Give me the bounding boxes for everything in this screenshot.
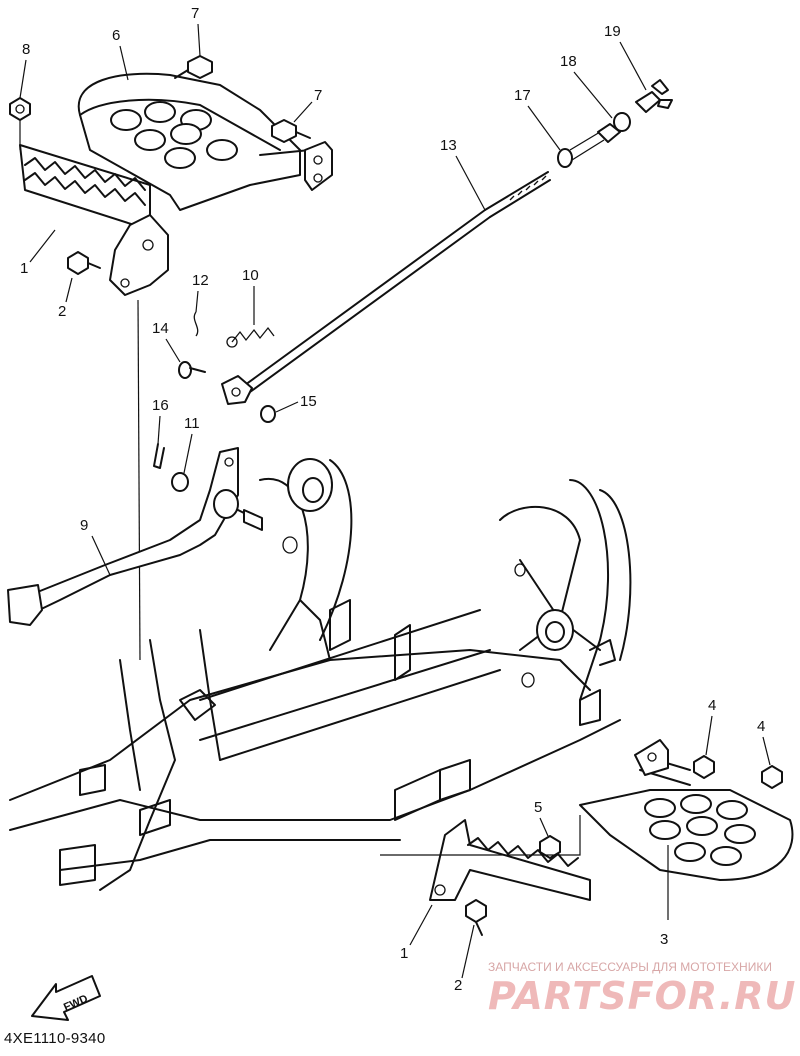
return-spring-10 bbox=[226, 326, 275, 348]
bolt-4-a bbox=[693, 755, 715, 779]
watermark-brand: PARTSFOR.RU bbox=[488, 974, 797, 1018]
callout-13: 13 bbox=[440, 137, 457, 154]
clevis-joint bbox=[221, 375, 253, 405]
callout-2-lower: 2 bbox=[454, 977, 462, 994]
leader-lower-1 bbox=[380, 815, 581, 856]
nut-8 bbox=[9, 97, 31, 150]
callout-12: 12 bbox=[192, 272, 209, 289]
diagram-part-code: 4XE1110-9340 bbox=[4, 1030, 106, 1047]
collar-18 bbox=[597, 112, 631, 143]
callout-1-upper: 1 bbox=[20, 260, 28, 277]
bolt-7-upper bbox=[174, 55, 213, 79]
washer-11 bbox=[171, 472, 189, 492]
bolt-4-b bbox=[761, 765, 783, 789]
leader-frame-mount bbox=[137, 299, 141, 661]
bolt-2-lower bbox=[465, 899, 487, 936]
pin-14 bbox=[178, 361, 206, 379]
callout-6: 6 bbox=[112, 27, 120, 44]
cotter-pin-16 bbox=[153, 443, 165, 469]
callout-5: 5 bbox=[534, 799, 542, 816]
wing-nut-19 bbox=[635, 79, 673, 113]
callout-2-upper: 2 bbox=[58, 303, 66, 320]
callout-10: 10 bbox=[242, 267, 259, 284]
left-footrest-plate bbox=[77, 72, 333, 211]
callout-18: 18 bbox=[560, 53, 577, 70]
callout-1-lower: 1 bbox=[400, 945, 408, 962]
callout-16: 16 bbox=[152, 397, 169, 414]
callout-9: 9 bbox=[80, 517, 88, 534]
washer-15 bbox=[260, 405, 276, 423]
callout-8: 8 bbox=[22, 41, 30, 58]
callout-7-upper: 7 bbox=[191, 5, 199, 22]
callout-14: 14 bbox=[152, 320, 169, 337]
bolt-2-upper bbox=[67, 251, 101, 275]
callout-19: 19 bbox=[604, 23, 621, 40]
right-footrest-plate bbox=[579, 739, 794, 881]
brake-rod bbox=[244, 171, 551, 393]
callout-3: 3 bbox=[660, 931, 668, 948]
fwd-arrow-icon: FWD bbox=[31, 975, 101, 1021]
callout-15: 15 bbox=[300, 393, 317, 410]
callout-7-right: 7 bbox=[314, 87, 322, 104]
callout-11: 11 bbox=[184, 415, 200, 432]
brake-pedal bbox=[7, 447, 263, 626]
bolt-7-right bbox=[271, 119, 311, 143]
callout-4-b: 4 bbox=[757, 718, 765, 735]
callout-17: 17 bbox=[514, 87, 531, 104]
left-footpeg-bracket bbox=[19, 144, 169, 296]
callout-4-a: 4 bbox=[708, 697, 716, 714]
frame bbox=[9, 458, 632, 891]
right-footpeg-bracket bbox=[429, 819, 591, 901]
callouts: 1 1 2 2 3 4 4 5 6 7 7 8 9 10 11 12 13 1 bbox=[19, 5, 771, 994]
pin-12 bbox=[193, 311, 199, 337]
spring-17 bbox=[557, 131, 605, 168]
watermark-tagline: ЗАПЧАСТИ И АКСЕССУАРЫ ДЛЯ МОТОТЕХНИКИ bbox=[488, 960, 772, 974]
nut-5 bbox=[539, 835, 561, 859]
